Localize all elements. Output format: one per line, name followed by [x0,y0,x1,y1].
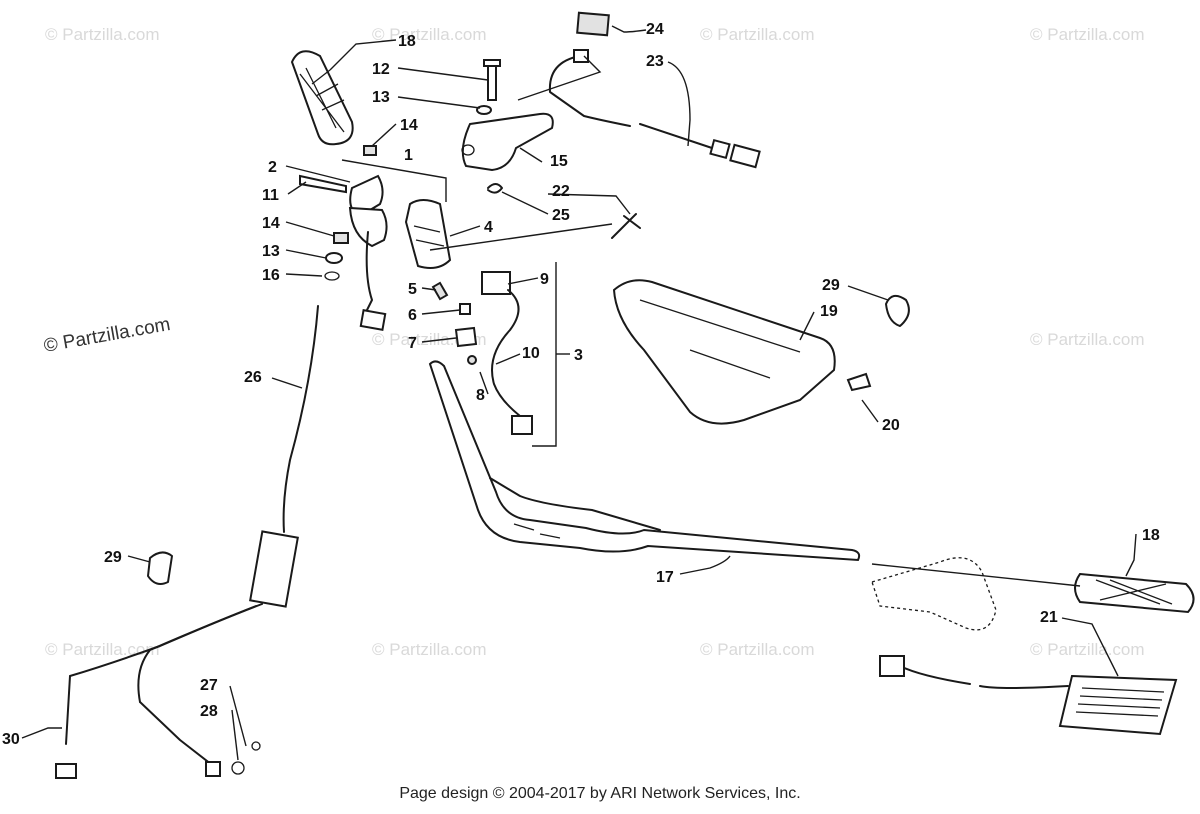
washer-13 [476,105,492,115]
callout-6: 6 [408,307,417,324]
heater-element-21 [879,655,1178,736]
watermark: © Partzilla.com [700,25,815,44]
switch-body [404,199,452,269]
callout-18: 18 [398,33,416,50]
callout-11: 11 [262,187,279,204]
callout-14: 14 [400,117,418,134]
bolt-12 [483,59,501,101]
callout-14: 14 [262,215,280,232]
watermark-prominent: © Partzilla.com [42,314,172,357]
callout-1: 1 [404,147,413,164]
callout-29: 29 [104,549,122,566]
clamp-29b [147,551,173,585]
callout-15: 15 [550,153,568,170]
washer-28 [231,761,245,775]
watermark: © Partzilla.com [372,640,487,659]
callout-22: 22 [552,183,570,200]
clip-27 [251,741,261,751]
sensor-cable [548,49,761,169]
callout-29: 29 [822,277,840,294]
page-footer: Page design © 2004-2017 by ARI Network S… [399,785,801,802]
washer-13b [325,252,343,264]
throttle-cable-26 [55,305,319,779]
watermark: © Partzilla.com [372,25,487,44]
callout-18: 18 [1142,527,1160,544]
fitting-5 [431,281,449,301]
screw-20 [846,372,872,392]
callout-20: 20 [882,417,900,434]
wire-harness [481,271,533,435]
watermark: © Partzilla.com [1030,330,1145,349]
watermark-layer: © Partzilla.com © Partzilla.com © Partzi… [42,25,1144,659]
bracket-7 [454,326,478,348]
watermark: © Partzilla.com [700,640,815,659]
callout-4: 4 [484,219,493,236]
callout-2: 2 [268,159,277,176]
callout-28: 28 [200,703,218,720]
right-grip [1074,572,1195,614]
right-housing [871,557,997,631]
pin-22 [611,213,641,239]
watermark: © Partzilla.com [45,25,160,44]
callout-26: 26 [244,369,262,386]
callout-19: 19 [820,303,838,320]
callout-12: 12 [372,61,390,78]
callout-21: 21 [1040,609,1058,626]
callout-5: 5 [408,281,417,298]
handlebar-17 [428,360,861,562]
pad-24 [576,11,610,37]
callout-labels: 18 12 13 14 1 2 11 14 13 16 24 23 15 22 … [2,21,1160,748]
callout-13: 13 [262,243,280,260]
screw-8 [467,355,477,365]
callout-16: 16 [262,267,280,284]
watermark: © Partzilla.com [1030,640,1145,659]
watermark: © Partzilla.com [1030,25,1145,44]
callout-23: 23 [646,53,664,70]
callout-17: 17 [656,569,674,586]
callout-24: 24 [646,21,664,38]
callout-7: 7 [408,335,417,352]
callout-13: 13 [372,89,390,106]
clip-25 [487,183,503,194]
callout-10: 10 [522,345,540,362]
clamp-29a [885,294,910,327]
brake-lever [461,112,554,172]
nut-14 [363,145,377,156]
callout-8: 8 [476,387,485,404]
leader-lines [21,25,1137,761]
washer-16 [324,271,340,281]
handlebar-pad-19 [612,279,836,425]
fitting-6 [459,303,471,315]
throttle-housing [348,174,388,331]
callout-3: 3 [574,347,583,364]
callout-27: 27 [200,677,218,694]
nut-14b [333,232,349,244]
callout-25: 25 [552,207,570,224]
screw-11 [299,174,347,194]
left-grip [290,50,354,146]
watermark: © Partzilla.com [45,640,160,659]
callout-9: 9 [540,271,549,288]
callout-30: 30 [2,731,20,748]
